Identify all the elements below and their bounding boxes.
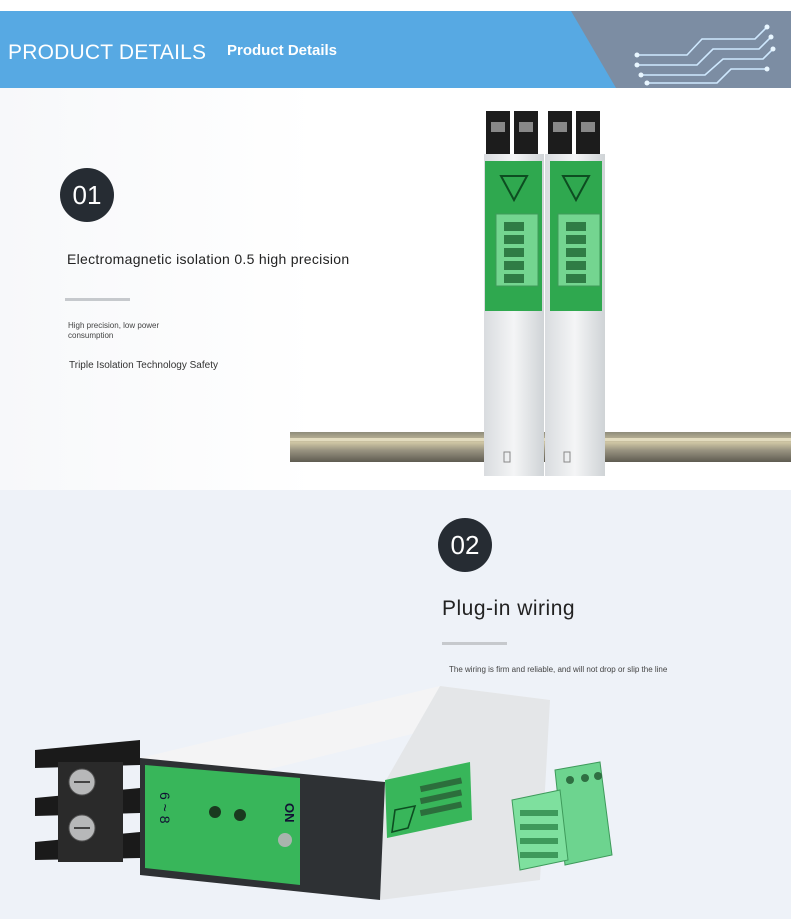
section-plug-in-wiring: 02 Plug-in wiring The wiring is firm and… xyxy=(0,490,791,919)
device-on-label: ON xyxy=(282,803,297,823)
section-tagline: Triple Isolation Technology Safety xyxy=(69,360,218,371)
circuit-icon xyxy=(634,24,776,86)
plug-in-module-image: 6 ~ 8 ON xyxy=(35,686,613,900)
section-heading: Electromagnetic isolation 0.5 high preci… xyxy=(67,251,350,267)
section-detail: High precision, low power consumption xyxy=(68,321,160,340)
divider xyxy=(442,642,507,645)
section-heading: Plug-in wiring xyxy=(442,597,576,620)
divider xyxy=(65,298,130,301)
section-isolation: 01 Electromagnetic isolation 0.5 high pr… xyxy=(0,88,791,490)
section-detail: The wiring is firm and reliable, and wil… xyxy=(449,665,668,674)
screw-terminal-block xyxy=(35,740,140,862)
green-plug-connector xyxy=(511,761,613,871)
page-title: PRODUCT DETAILS xyxy=(8,41,207,64)
section-number-badge: 02 xyxy=(438,518,492,572)
device-range-label: 6 ~ 8 xyxy=(157,792,173,824)
isolator-module xyxy=(484,111,544,476)
page-subtitle: Product Details xyxy=(227,42,338,59)
din-rail-devices-image xyxy=(290,111,791,476)
isolator-module xyxy=(545,111,605,476)
section-number-badge: 01 xyxy=(60,168,114,222)
header-banner: PRODUCT DETAILS Product Details xyxy=(0,11,791,88)
